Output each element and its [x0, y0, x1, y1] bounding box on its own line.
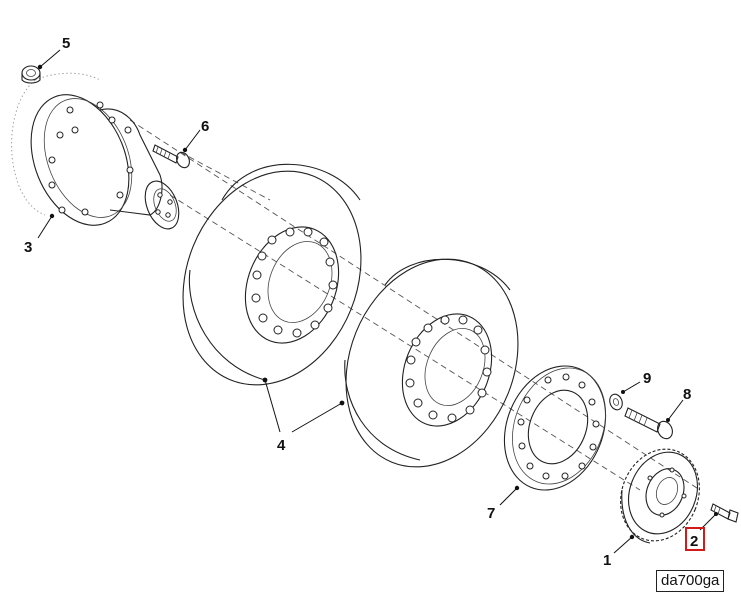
hub-flange-part-3 [11, 72, 180, 230]
diagram-reference-code: da700ga [656, 570, 725, 592]
bolt-part-6 [152, 144, 190, 169]
screw-part-2 [710, 503, 739, 523]
disc-part-4-front [182, 163, 362, 386]
callout-labels: 5 6 3 4 7 9 8 1 2 [24, 35, 698, 569]
gear-part-1 [620, 448, 700, 544]
washer-part-9 [609, 393, 623, 411]
assembly-axis-lines [129, 119, 701, 491]
nut-part-5 [21, 65, 41, 84]
callout-4: 4 [277, 437, 286, 454]
callout-9: 9 [643, 370, 651, 387]
callout-8: 8 [683, 386, 691, 403]
callout-7: 7 [487, 505, 495, 522]
callout-6: 6 [201, 118, 209, 135]
disc-part-4-rear [344, 258, 519, 468]
bolt-part-8 [624, 407, 673, 440]
callout-5: 5 [62, 35, 70, 52]
callout-3: 3 [24, 239, 32, 256]
callout-2: 2 [690, 533, 698, 550]
callout-leaders [37, 49, 718, 554]
callout-1: 1 [603, 552, 611, 569]
highlighted-callout-frame [685, 527, 705, 551]
ring-plate-part-7 [503, 365, 607, 491]
